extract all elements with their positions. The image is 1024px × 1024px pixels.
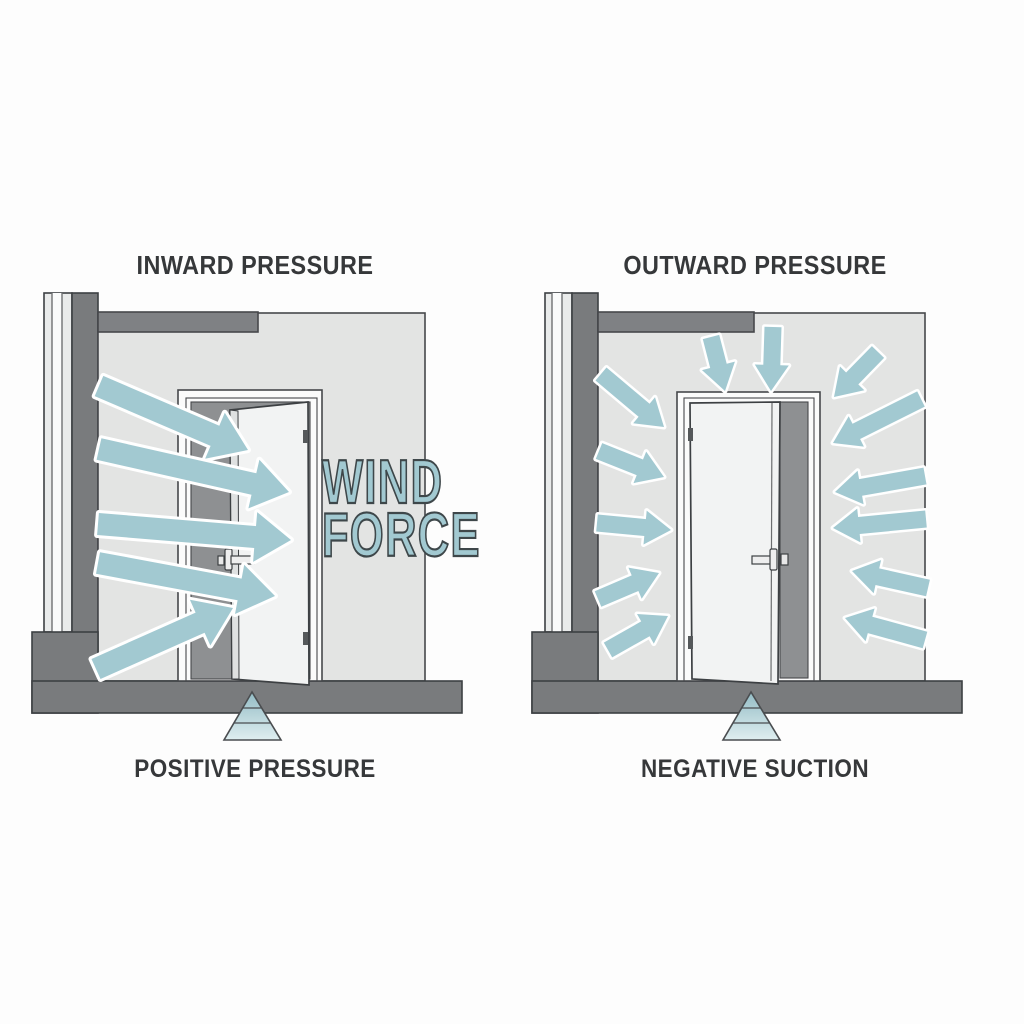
wind-force-line2: FORCE — [321, 501, 481, 570]
wind-arrow-icon — [91, 372, 251, 462]
left-door-hinge-icon — [303, 632, 308, 645]
wind-arrow-icon — [842, 606, 930, 651]
wind-arrow-icon — [593, 440, 667, 486]
left-panel-drawing — [31, 292, 463, 741]
wind-arrow-icon — [592, 565, 662, 610]
left-door-hinge-icon — [303, 430, 308, 443]
left-facade-stripe — [52, 293, 62, 632]
wind-arrow-icon — [93, 549, 278, 617]
wind-arrow-icon — [830, 388, 928, 450]
right-panel-caption: NEGATIVE SUCTION — [640, 755, 870, 783]
wind-arrow-icon — [601, 611, 671, 660]
wind-arrow-icon — [830, 506, 930, 545]
wind-force-label: WIND FORCE — [321, 448, 481, 570]
left-panel-title: INWARD PRESSURE — [136, 250, 374, 280]
left-wind-arrows — [88, 372, 294, 682]
left-pressure-triangle-icon — [222, 690, 283, 741]
right-ceiling-beam — [597, 311, 755, 333]
wind-arrow-icon — [699, 332, 738, 394]
right-door-leaf-edge — [770, 402, 773, 682]
wind-arrow-icon — [849, 557, 933, 599]
right-door-hinge-icon — [688, 636, 693, 649]
wind-arrow-icon — [593, 508, 674, 547]
left-door-handle-icon — [217, 548, 255, 571]
right-door-hinge-icon — [688, 428, 693, 441]
wind-arrow-icon — [831, 343, 887, 400]
right-panel-title: OUTWARD PRESSURE — [623, 250, 887, 280]
right-door-leaf — [689, 401, 781, 685]
wind-arrow-icon — [593, 365, 667, 430]
wind-arrow-icon — [88, 596, 236, 682]
right-pressure-triangle-icon — [721, 690, 782, 741]
right-wind-arrows — [592, 324, 933, 660]
wind-force-line1: WIND — [321, 448, 444, 517]
left-ceiling-beam — [97, 311, 259, 333]
right-door-handle-icon — [751, 548, 789, 571]
right-facade-stripe — [552, 293, 562, 632]
right-panel-drawing — [531, 292, 963, 741]
right-wall-column — [571, 292, 599, 683]
left-panel-caption: POSITIVE PRESSURE — [134, 755, 376, 783]
wind-arrow-icon — [94, 509, 294, 565]
right-suction-gap — [779, 401, 809, 679]
wind-arrow-icon — [832, 465, 929, 507]
left-wall-column — [71, 292, 99, 683]
wind-arrow-icon — [752, 324, 792, 394]
wind-arrow-icon — [93, 435, 292, 512]
